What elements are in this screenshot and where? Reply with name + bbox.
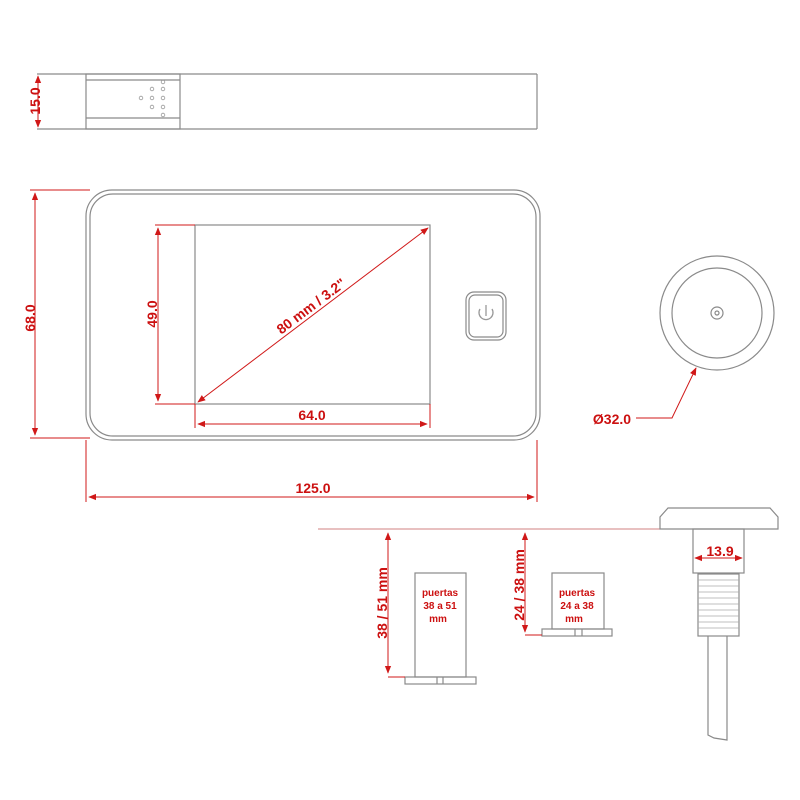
front-view: 68.0 125.0 49.0 64.0 80 mm / 3.2" — [22, 189, 541, 502]
installation-view: 38 / 51 mm puertas 38 a 51 mm 24 / 38 mm… — [318, 507, 779, 741]
power-button[interactable] — [465, 291, 507, 341]
cylinder-label-line: 38 a 51 — [423, 601, 457, 612]
door-range-short-label: 24 / 38 mm — [511, 549, 527, 621]
power-icon — [478, 305, 494, 321]
door-range-long-label: 38 / 51 mm — [374, 567, 390, 639]
cylinder-label-line: mm — [565, 614, 583, 625]
height-label: 68.0 — [22, 304, 38, 331]
screen-diagonal-line — [197, 227, 429, 403]
neck-diameter-label: 13.9 — [706, 543, 733, 559]
speaker-holes — [138, 79, 166, 118]
screen — [194, 224, 431, 405]
width-label: 125.0 — [295, 480, 330, 496]
screen-diagonal-label: 80 mm / 3.2" — [273, 275, 348, 337]
cylinder-label-line: puertas — [559, 588, 596, 599]
side-view: 15.0 — [27, 73, 538, 130]
lens-diameter-label: Ø32.0 — [593, 411, 631, 427]
lens-leader-line — [636, 367, 697, 419]
screen-width-label: 64.0 — [298, 407, 325, 423]
lens-body-side: 13.9 — [659, 507, 779, 741]
lens-view: Ø32.0 — [593, 255, 775, 427]
cylinder-label-line: mm — [429, 614, 447, 625]
long-cylinder: 38 / 51 mm puertas 38 a 51 mm — [374, 532, 477, 685]
cylinder-label-line: puertas — [422, 588, 459, 599]
short-cylinder: 24 / 38 mm puertas 24 a 38 mm — [511, 532, 613, 637]
thickness-label: 15.0 — [27, 87, 43, 114]
cylinder-label-line: 24 a 38 — [560, 601, 594, 612]
screen-height-label: 49.0 — [144, 300, 160, 327]
